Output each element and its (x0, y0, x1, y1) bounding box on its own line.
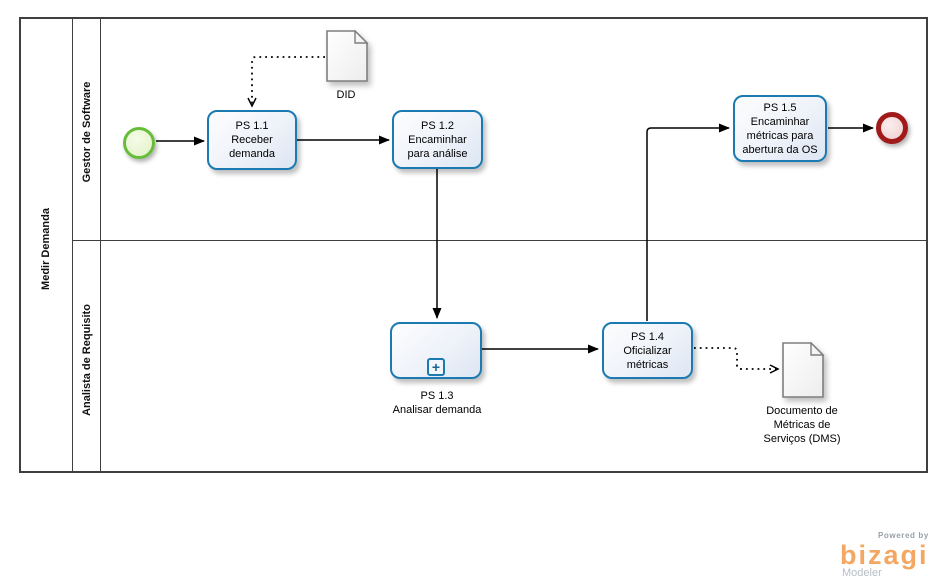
pool-label-text: Medir Demanda (40, 208, 52, 290)
bizagi-modeler-text: Modeler (842, 567, 882, 579)
task-ps12-encaminhar-para-analise[interactable]: PS 1.2 Encaminhar para análise (392, 110, 483, 169)
lane-label-analista-text: Analista de Requisito (81, 304, 93, 416)
powered-by-text: Powered by (878, 531, 929, 540)
task-ps12-label: PS 1.2 Encaminhar para análise (407, 119, 468, 160)
did-document-icon[interactable] (325, 30, 369, 83)
subprocess-ps13-label: PS 1.3 Analisar demanda (392, 390, 482, 416)
pool-name-strip (21, 19, 73, 471)
dms-document-label: Documento de Métricas de Serviços (DMS) (763, 405, 841, 445)
dms-document-icon[interactable] (781, 342, 825, 399)
subprocess-ps13-analisar-demanda[interactable]: + (390, 322, 482, 379)
start-event[interactable] (123, 127, 155, 159)
did-document-label: DID (336, 89, 356, 101)
lane-name-strip (73, 19, 101, 471)
end-event[interactable] (876, 112, 908, 144)
task-ps11-label: PS 1.1 Receber demanda (229, 120, 275, 160)
task-ps15-encaminhar-metricas[interactable]: PS 1.5 Encaminhar métricas para abertura… (733, 95, 827, 162)
task-ps15-label: PS 1.5 Encaminhar métricas para abertura… (742, 101, 818, 156)
lane-divider (73, 240, 926, 241)
task-ps14-oficializar-metricas[interactable]: PS 1.4 Oficializar métricas (602, 322, 693, 379)
task-ps14-label: PS 1.4 Oficializar métricas (623, 330, 672, 371)
pool-medir-demanda: Medir Demanda Gestor de Software Analist… (19, 17, 928, 473)
task-ps11-receber-demanda[interactable]: PS 1.1 Receber demanda (207, 110, 297, 170)
subprocess-plus-icon[interactable]: + (427, 358, 445, 376)
lane-label-gestor-text: Gestor de Software (81, 81, 93, 183)
bizagi-logo: bizagi (840, 540, 929, 570)
